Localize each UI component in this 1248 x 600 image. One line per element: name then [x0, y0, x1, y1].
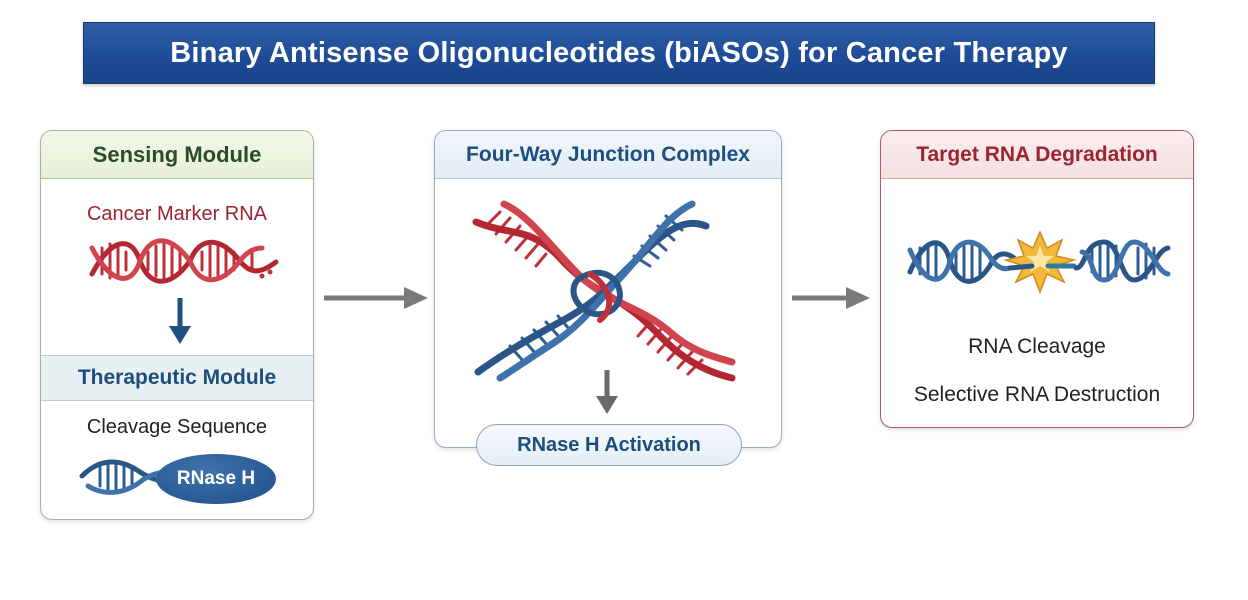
- cancer-marker-rna-helix: [89, 238, 279, 284]
- down-arrow-icon: [596, 370, 618, 414]
- cleavage-sequence-label: Cleavage Sequence: [86, 416, 268, 438]
- diagram-title: Binary Antisense Oligonucleotides (biASO…: [170, 36, 1068, 69]
- four-way-junction-illustration: [472, 200, 736, 382]
- rnase-h-activation-badge: RNase H Activation: [476, 424, 742, 466]
- cleaved-rna-illustration: [907, 230, 1171, 295]
- junction-complex-header: Four-Way Junction Complex: [435, 131, 781, 179]
- sensing-module-panel: Sensing Module Cancer Marker RNA Therape…: [40, 130, 314, 520]
- flow-arrow-1: [324, 287, 428, 309]
- rnase-h-enzyme: RNase H: [156, 454, 276, 504]
- flow-arrow-2: [792, 287, 870, 309]
- rna-cleavage-label: RNA Cleavage: [968, 335, 1106, 358]
- selective-destruction-label: Selective RNA Destruction: [913, 383, 1161, 406]
- therapeutic-module-header: Therapeutic Module: [41, 355, 313, 401]
- rnase-h-activation-label: RNase H Activation: [517, 433, 701, 456]
- rnase-h-label: RNase H: [176, 468, 256, 489]
- down-arrow-icon: [169, 298, 191, 344]
- cancer-marker-label: Cancer Marker RNA: [86, 203, 268, 225]
- sensing-module-header: Sensing Module: [41, 131, 313, 179]
- title-banner: Binary Antisense Oligonucleotides (biASO…: [83, 22, 1155, 84]
- target-degradation-header: Target RNA Degradation: [881, 131, 1193, 179]
